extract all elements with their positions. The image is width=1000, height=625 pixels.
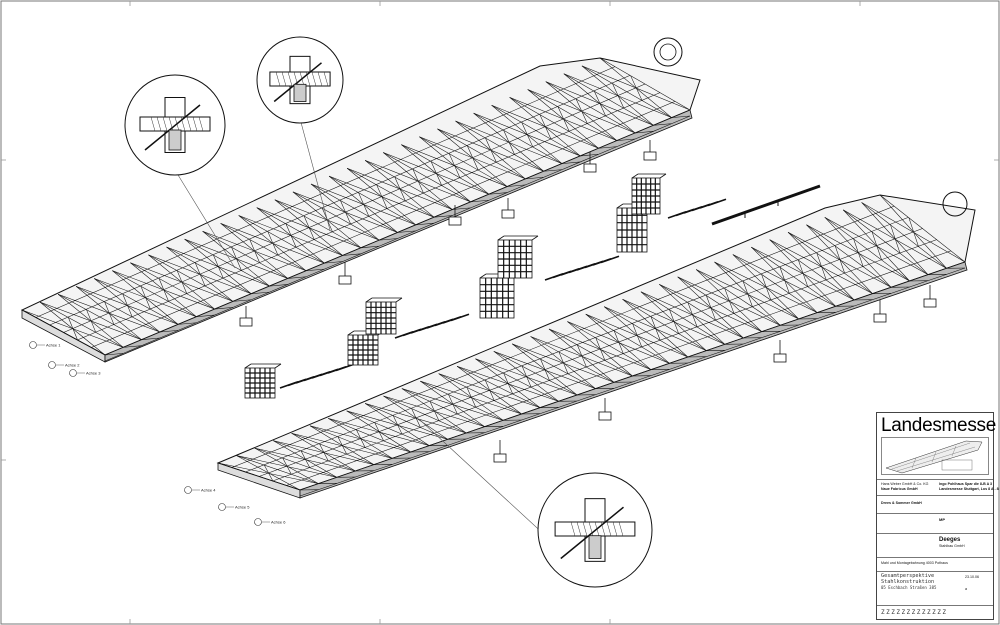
axis-labels: Achse 1 Achse 2 Achse 3 Achse 4 Achse 5 Achse… — [29, 341, 286, 526]
drawing-title-2: Stahlkonstruktion — [881, 579, 935, 585]
drawing-title: Gesamtperspektive Stahlkonstruktion 05 E… — [881, 573, 936, 591]
roof-structure-front — [216, 194, 976, 499]
cassette-module — [616, 203, 654, 253]
axis-label: Achse 1 — [46, 343, 61, 348]
thumbnail-preview — [881, 437, 989, 475]
detail-callouts — [124, 36, 968, 588]
axis-bubble: Achse 1 — [29, 341, 61, 349]
axis-label: Achse 5 — [235, 505, 250, 510]
axis-bubble: Achse 2 — [48, 361, 80, 369]
cassette-module — [497, 235, 539, 279]
axis-label: Achse 4 — [201, 488, 216, 493]
engineer-name: Drees & Sommer GmbH — [881, 501, 922, 505]
architect-line-2: Landesmesse Stuttgart, Los 8 A - 8 — [939, 487, 999, 491]
drawing-number: 05 Eschbach Straßen 385 — [881, 585, 937, 590]
client-line-1: Hans Weber GmbH & Co. KG — [881, 482, 929, 486]
misc-line: Mahl und Montagebahnung 4003 Pothaus — [881, 561, 948, 565]
steel-company-sub: Stahlbau GmbH — [939, 544, 965, 548]
axis-label: Achse 3 — [86, 371, 101, 376]
title-block: Landesmesse Hans Weber GmbH & Co. KG Nau… — [876, 412, 999, 620]
exploded-members — [244, 173, 821, 399]
axis-label: Achse 2 — [65, 363, 80, 368]
project-title: Landesmesse — [881, 415, 996, 436]
loose-beam — [711, 184, 821, 226]
axis-label: Achse 6 — [271, 520, 286, 525]
cassette-module — [631, 173, 667, 215]
axis-bubble: Achse 5 — [218, 503, 250, 511]
client-line-2: Naue Fabricus GmbH — [881, 487, 918, 491]
drawing-date: 23.10.06 — [965, 575, 979, 579]
cassette-module — [479, 273, 521, 319]
architect-line-1: Ingo Pohlhaus Spar die 8-B A 3 — [939, 482, 993, 486]
cassette-module — [347, 330, 385, 366]
axis-bubble: Achse 3 — [69, 369, 101, 377]
drawing-code: ZZZZZZZZZZZZZ — [881, 609, 948, 616]
revision: a — [965, 587, 967, 591]
roof-structure-back — [20, 57, 701, 363]
cassette-module — [365, 297, 403, 335]
steel-company: Deeges — [939, 537, 961, 543]
drawing-title-1: Gesamtperspektive — [881, 573, 935, 579]
cassette-module — [244, 363, 282, 399]
mp-logo: MP — [939, 517, 945, 522]
axis-bubble: Achse 4 — [184, 486, 216, 494]
axis-bubble: Achse 6 — [254, 518, 286, 526]
